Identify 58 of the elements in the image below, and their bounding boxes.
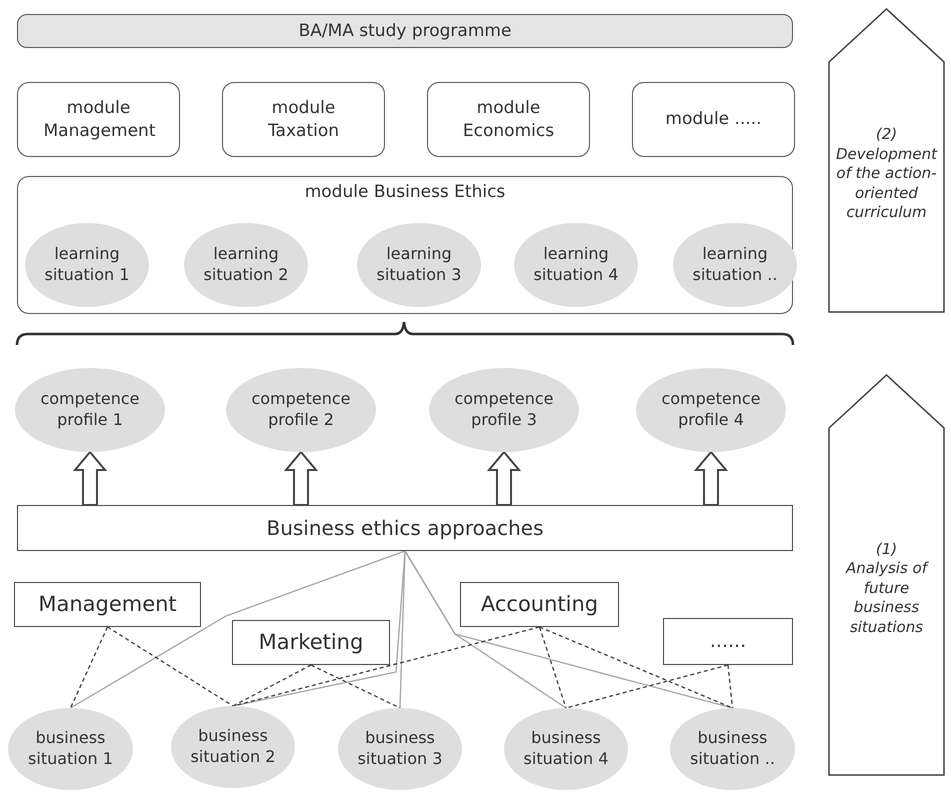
module-box bbox=[427, 82, 590, 157]
node-label: competence profile 3 bbox=[453, 389, 555, 431]
programme-box bbox=[17, 14, 793, 48]
node-label: business situation 2 bbox=[190, 726, 276, 768]
connector-line bbox=[70, 550, 406, 709]
node-label: business situation 1 bbox=[27, 728, 114, 770]
node-label: BA/MA study programme bbox=[298, 20, 512, 42]
step-number: (1) bbox=[876, 540, 898, 560]
field-box bbox=[460, 582, 619, 627]
node-label: learning situation 4 bbox=[532, 244, 620, 286]
node-label: learning situation .. bbox=[692, 244, 778, 286]
module-box bbox=[222, 82, 385, 157]
node-label: business situation .. bbox=[689, 728, 776, 770]
dashed-line bbox=[727, 664, 734, 708]
connector-line bbox=[404, 550, 733, 709]
step-number: (2) bbox=[876, 125, 898, 145]
node-label: business situation 4 bbox=[522, 728, 610, 770]
node-label: module Taxation bbox=[266, 97, 340, 142]
node-label: module ..... bbox=[665, 108, 762, 131]
dashed-line bbox=[539, 626, 733, 709]
connector-line bbox=[232, 550, 406, 707]
block-arrow bbox=[694, 450, 728, 506]
node-label: ...... bbox=[710, 629, 746, 654]
block-arrow bbox=[828, 374, 945, 776]
node-label: learning situation 3 bbox=[376, 244, 462, 286]
block-arrow bbox=[284, 450, 318, 506]
step-label: Analysis of future business situations bbox=[844, 559, 930, 638]
node-label: business situation 3 bbox=[356, 728, 444, 770]
dashed-line bbox=[566, 664, 728, 709]
approaches-box bbox=[17, 505, 793, 551]
dashed-line bbox=[232, 664, 312, 707]
dashed-line bbox=[107, 626, 234, 707]
node-label: Business ethics approaches bbox=[266, 515, 544, 541]
step-label: Development of the action-oriented curriculum bbox=[835, 144, 938, 223]
node-label: competence profile 1 bbox=[39, 389, 141, 431]
node-label: Accounting bbox=[480, 590, 598, 618]
dashed-line bbox=[310, 664, 400, 709]
connector-line bbox=[399, 550, 406, 708]
field-box bbox=[232, 620, 390, 665]
dashed-line bbox=[538, 626, 567, 708]
node-label: learning situation 2 bbox=[202, 244, 290, 286]
block-arrow bbox=[72, 450, 108, 506]
field-box bbox=[663, 618, 793, 665]
node-label: competence profile 4 bbox=[660, 389, 762, 431]
block-arrow bbox=[486, 450, 522, 506]
node-label: module Business Ethics bbox=[304, 181, 506, 204]
module-box bbox=[17, 82, 180, 157]
field-box bbox=[14, 582, 201, 627]
node-label: module Management bbox=[44, 97, 154, 142]
node-label: Marketing bbox=[258, 628, 364, 656]
node-label: module Economics bbox=[462, 97, 556, 142]
dashed-line bbox=[232, 626, 540, 707]
node-label: learning situation 1 bbox=[44, 244, 130, 286]
node-label: Management bbox=[38, 590, 177, 618]
module-box bbox=[632, 82, 795, 157]
dashed-line bbox=[70, 626, 108, 708]
node-label: competence profile 2 bbox=[250, 389, 352, 431]
block-arrow bbox=[828, 8, 945, 313]
